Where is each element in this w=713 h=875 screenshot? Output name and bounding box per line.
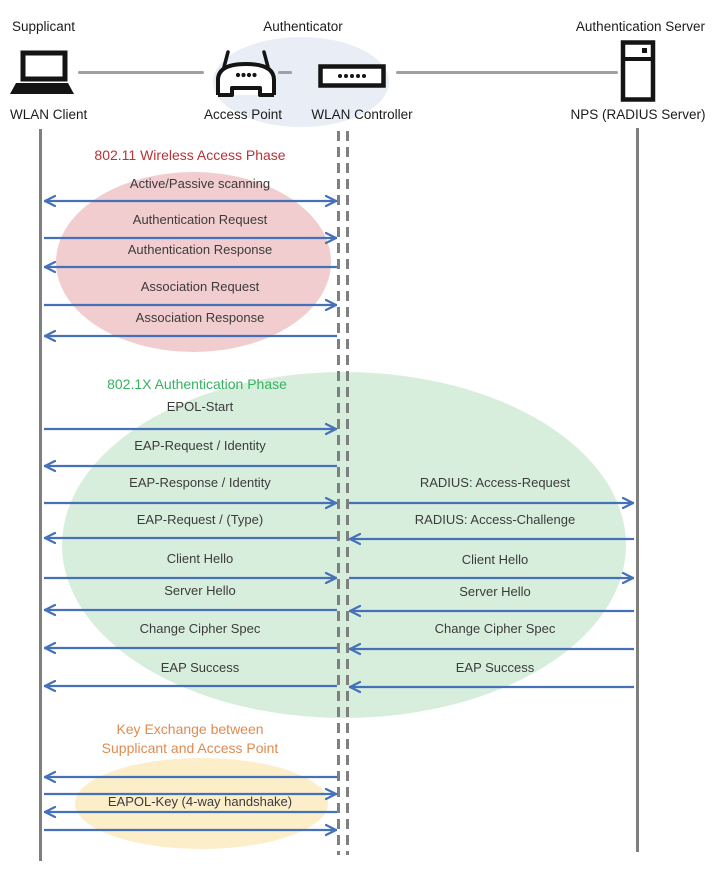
message-label: EAPOL-Key (4-way handshake) xyxy=(107,794,293,809)
role-label-supplicant: Supplicant xyxy=(12,19,76,34)
message-arrow-left xyxy=(44,679,337,693)
message-label: Association Response xyxy=(135,310,265,325)
message-label: Server Hello xyxy=(459,584,531,599)
message-arrow-left xyxy=(44,603,337,617)
message-label: Change Cipher Spec xyxy=(139,621,261,636)
message-label: EAP-Response / Identity xyxy=(129,475,271,490)
message-label: EAP-Request / Identity xyxy=(134,438,266,453)
message-label: Active/Passive scanning xyxy=(129,176,271,191)
role-label-authentication-server: Authentication Server xyxy=(575,19,705,34)
message-arrow-left xyxy=(44,805,337,819)
message-label: RADIUS: Access-Request xyxy=(419,475,571,490)
message-arrow-left xyxy=(349,532,634,546)
wlan-controller-icon xyxy=(318,64,386,88)
wireless-access-phase-title: 802.11 Wireless Access Phase xyxy=(94,147,286,163)
message-arrow-right xyxy=(44,298,337,312)
message-label: EAP-Request / (Type) xyxy=(136,512,264,527)
message-arrow-left xyxy=(349,680,634,694)
message-arrow-right xyxy=(349,571,634,585)
device-label-nps-radius-server: NPS (RADIUS Server) xyxy=(570,107,706,122)
message-arrow-right xyxy=(44,231,337,245)
message-arrow-right xyxy=(44,787,337,801)
message-arrow-left xyxy=(44,531,337,545)
message-label: Change Cipher Spec xyxy=(434,621,556,636)
message-arrow-left xyxy=(44,329,337,343)
lifeline-access-point xyxy=(337,131,340,855)
role-label-authenticator: Authenticator xyxy=(263,19,343,34)
dot1x-authentication-phase-title: 802.1X Authentication Phase xyxy=(107,376,287,392)
message-label: Client Hello xyxy=(166,551,234,566)
server-icon xyxy=(620,40,656,102)
message-arrow-left xyxy=(349,604,634,618)
message-label: EPOL-Start xyxy=(166,399,234,414)
laptop-icon xyxy=(10,50,74,94)
message-arrow-right xyxy=(44,422,337,436)
device-label-access-point: Access Point xyxy=(203,107,283,122)
message-label: Association Request xyxy=(140,279,260,294)
message-arrow-right xyxy=(44,496,337,510)
message-arrow-right xyxy=(44,571,337,585)
message-label: EAP Success xyxy=(160,660,240,675)
key-exchange-phase-title: Key Exchange between Supplicant and Acce… xyxy=(101,721,279,756)
lifeline-wlan-controller xyxy=(346,131,349,855)
message-arrow-right xyxy=(349,496,634,510)
connector-ap-to-controller xyxy=(278,71,292,74)
message-label: RADIUS: Access-Challenge xyxy=(414,512,576,527)
device-label-wlan-client: WLAN Client xyxy=(10,107,88,122)
message-arrow-left xyxy=(44,770,337,784)
message-arrow-left xyxy=(349,642,634,656)
key-exchange-phase-ellipse xyxy=(75,758,328,849)
message-label: Server Hello xyxy=(164,583,236,598)
message-label: Authentication Request xyxy=(132,212,268,227)
message-label: Authentication Response xyxy=(127,242,273,257)
message-label: EAP Success xyxy=(455,660,535,675)
lifeline-wlan-client xyxy=(39,129,42,861)
message-label: Client Hello xyxy=(461,552,529,567)
connector-controller-to-server xyxy=(396,71,618,74)
message-arrow-left xyxy=(44,641,337,655)
message-arrow-left xyxy=(44,459,337,473)
access-point-icon xyxy=(216,50,276,97)
device-label-wlan-controller: WLAN Controller xyxy=(311,107,413,122)
lifeline-nps-server xyxy=(636,128,639,852)
message-arrow-both xyxy=(44,194,337,208)
connector-client-to-ap xyxy=(78,71,204,74)
message-arrow-right xyxy=(44,823,337,837)
message-arrow-left xyxy=(44,260,337,274)
